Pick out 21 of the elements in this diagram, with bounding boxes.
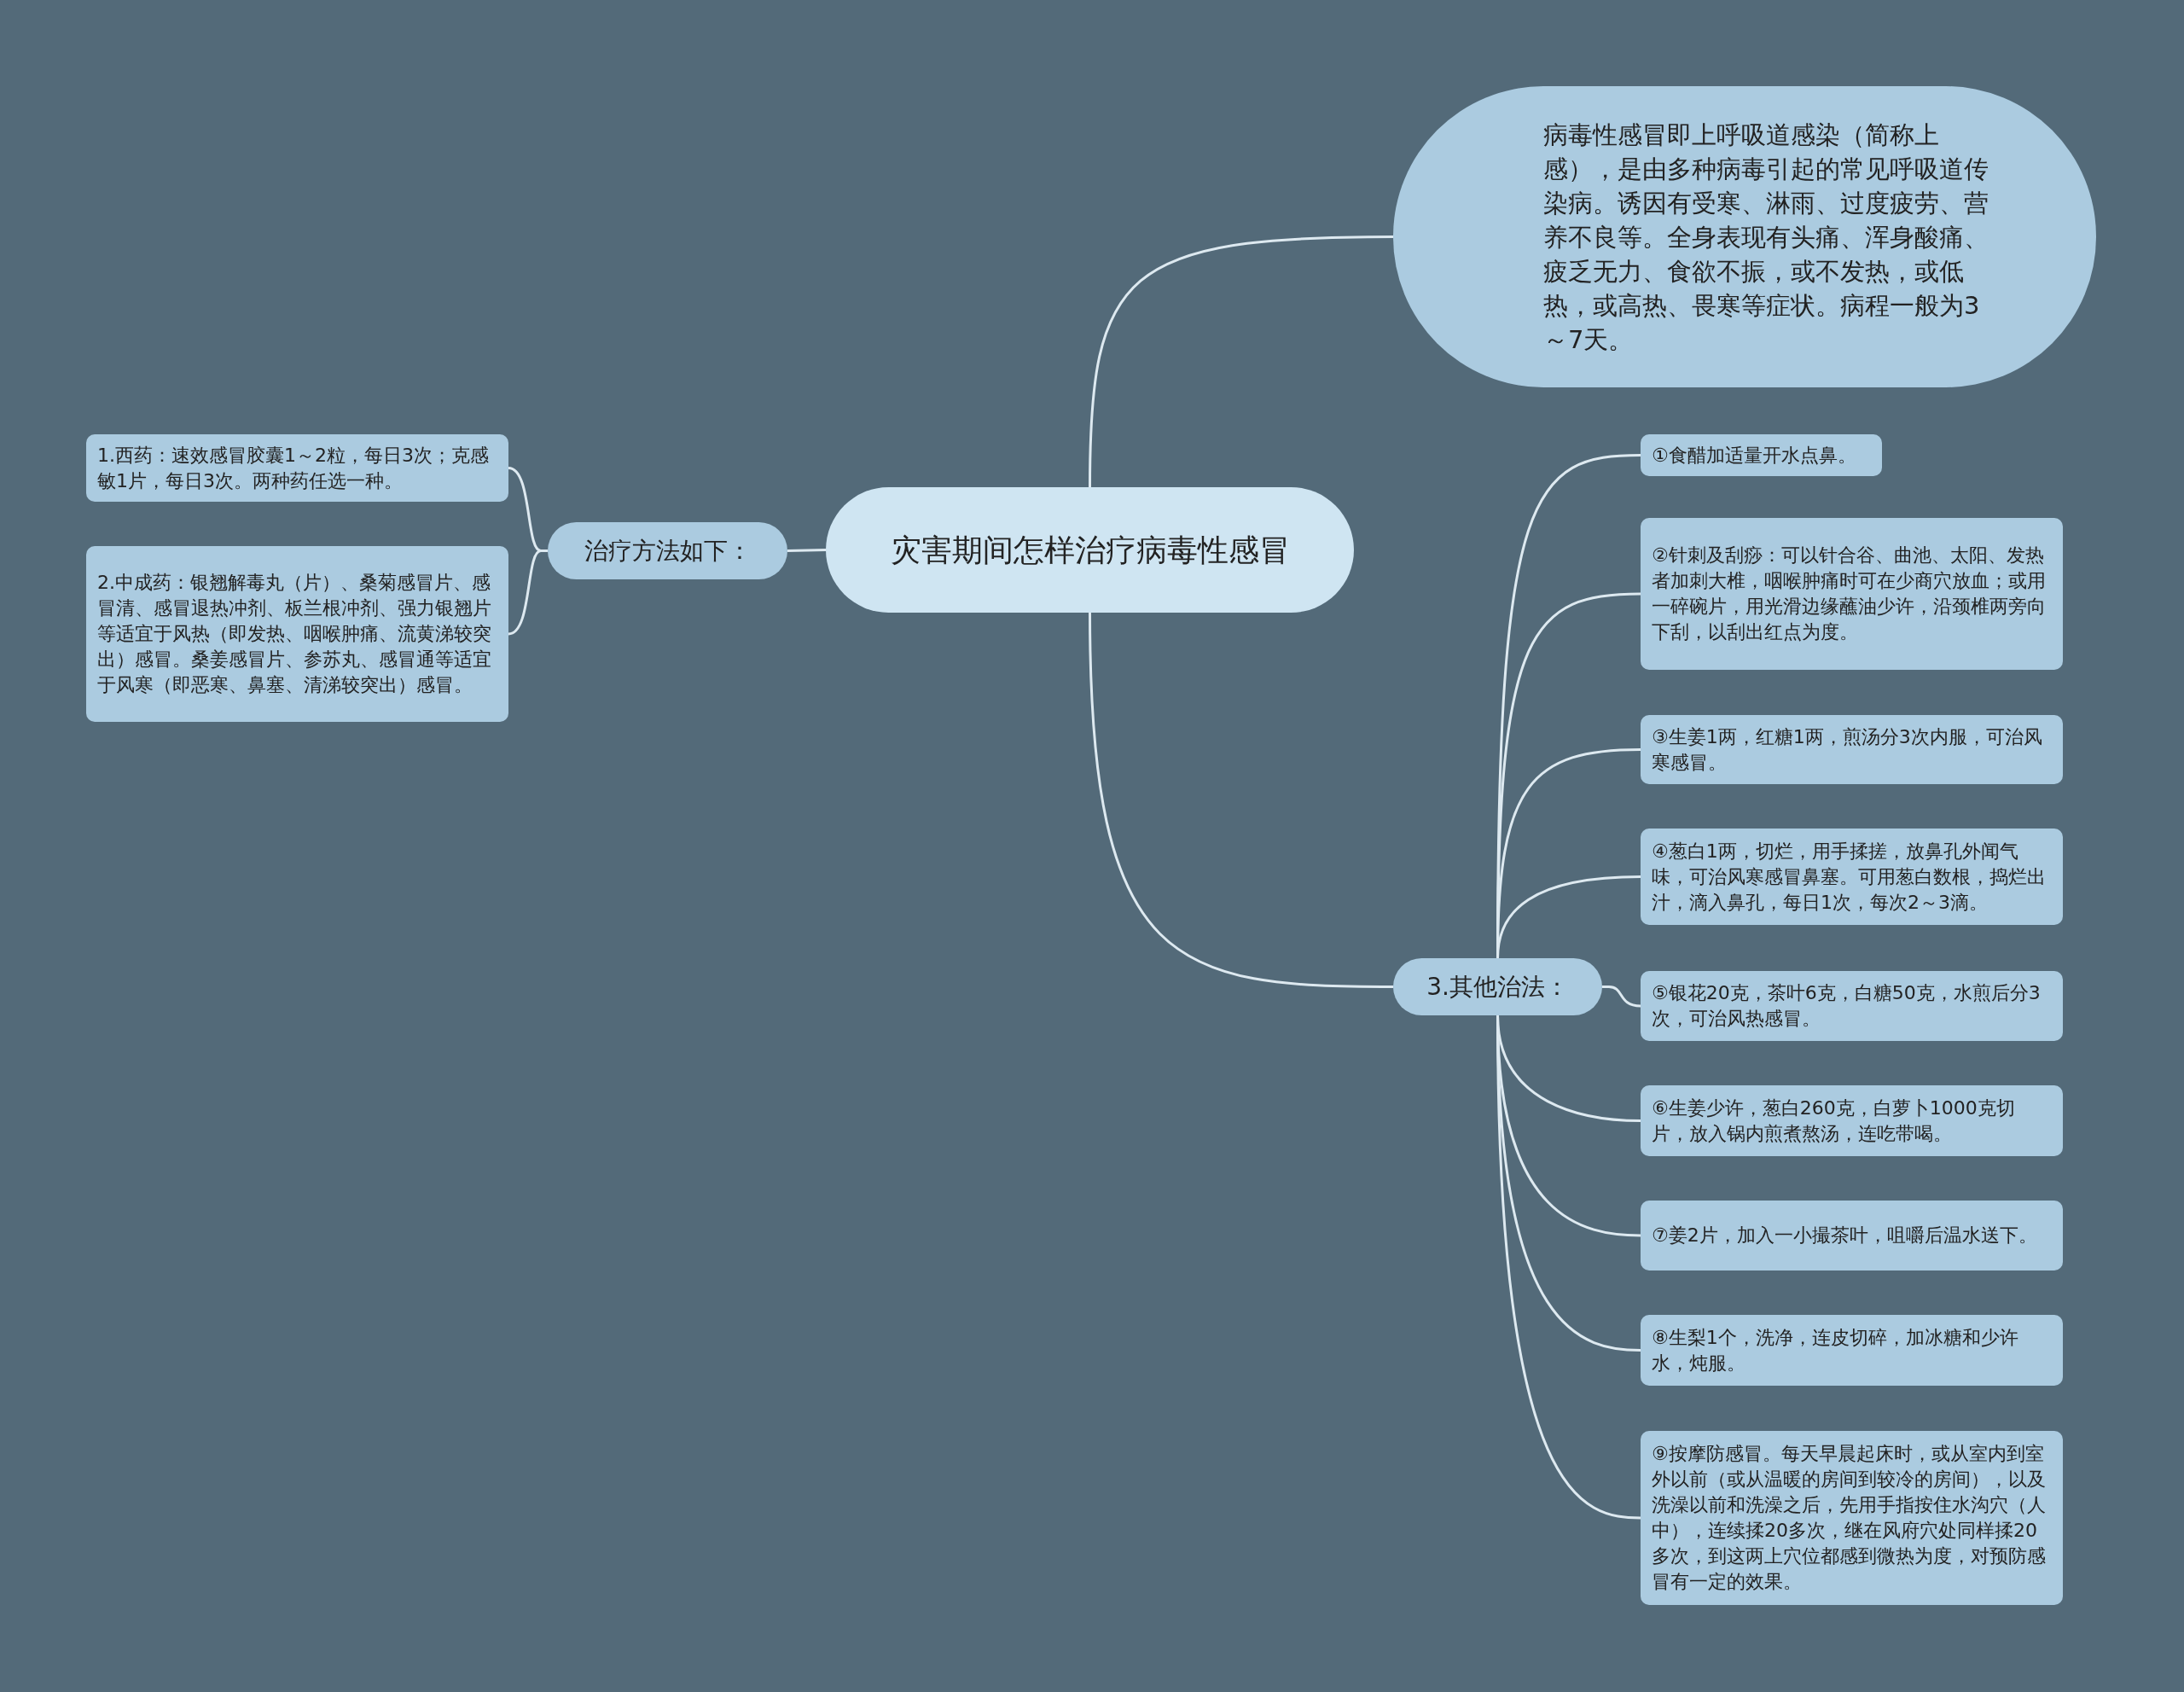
connector-line (1602, 986, 1641, 1008)
connector-line (1089, 235, 1394, 488)
branch-pill: 3.其他治法： (1393, 958, 1602, 1015)
description-bubble: 病毒性感冒即上呼吸道感染（简称上感），是由多种病毒引起的常见呼吸道传染病。诱因有受寒、淋雨、过度疲劳、营养不良等。全身表现有头痛、浑身酸痛、疲乏无力、食欲不振，或不发热，或低热，或高热、畏寒等症状。病程一般为3～7天。 (1393, 86, 2096, 387)
text-box: 2.中成药：银翘解毒丸（片）、桑菊感冒片、感冒清、感冒退热冲剂、板兰根冲剂、强力银翘片等适宜于风热（即发热、咽喉肿痛、流黄涕较突出）感冒。桑姜感冒片、参苏丸、感冒通等适宜于风寒（即恶寒、鼻塞、清涕较突出）感冒。 (86, 546, 508, 722)
text-box: ⑥生姜少许，葱白260克，白萝卜1000克切片，放入锅内煎煮熬汤，连吃带喝。 (1641, 1085, 2063, 1156)
connector-line (508, 549, 548, 636)
text-box: ⑦姜2片，加入一小撮茶叶，咀嚼后温水送下。 (1641, 1201, 2063, 1270)
text-box: ④葱白1两，切烂，用手揉搓，放鼻孔外闻气味，可治风寒感冒鼻塞。可用葱白数根，捣烂出汁，滴入鼻孔，每日1次，每次2～3滴。 (1641, 829, 2063, 925)
text-box: ①食醋加适量开水点鼻。 (1641, 434, 1882, 476)
text-box: ⑤银花20克，茶叶6克，白糖50克，水煎后分3次，可治风热感冒。 (1641, 971, 2063, 1041)
text-box: ⑧生梨1个，洗净，连皮切碎，加冰糖和少许水，炖服。 (1641, 1315, 2063, 1386)
connector-line (1089, 612, 1393, 988)
branch-pill: 治疗方法如下： (548, 522, 787, 579)
connector-line (787, 549, 827, 552)
topic-pill: 灾害期间怎样治疗病毒性感冒 (826, 487, 1354, 613)
text-box: 1.西药：速效感冒胶囊1～2粒，每日3次；克感敏1片，每日3次。两种药任选一种。 (86, 434, 508, 502)
text-box: ②针刺及刮痧：可以针合谷、曲池、太阳、发热者加刺大椎，咽喉肿痛时可在少商穴放血；或用一碎碗片，用光滑边缘蘸油少许，沿颈椎两旁向下刮，以刮出红点为度。 (1641, 518, 2063, 670)
connector-line (1496, 875, 1641, 959)
text-box: ③生姜1两，红糖1两，煎汤分3次内服，可治风寒感冒。 (1641, 715, 2063, 784)
text-box: ⑨按摩防感冒。每天早晨起床时，或从室内到室外以前（或从温暖的房间到较冷的房间），以及洗澡以前和洗澡之后，先用手指按住水沟穴（人中），连续揉20多次，继在风府穴处同样揉20多次，到这两上穴位都感到微热为度，对预防感冒有一定的效果。 (1641, 1431, 2063, 1605)
